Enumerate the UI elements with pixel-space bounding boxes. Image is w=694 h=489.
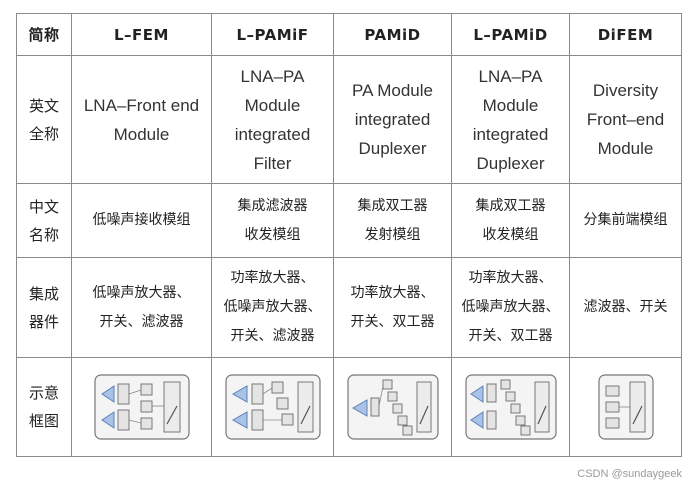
column-header-difem: DiFEM: [569, 13, 682, 56]
chinese-name-cell: 集成双工器 发射模组: [333, 183, 452, 258]
chinese-name-cell: 集成双工器 收发模组: [451, 183, 570, 258]
english-name-cell: PA Module integrated Duplexer: [333, 55, 452, 184]
l-pamid-block-diagram: [464, 374, 557, 440]
components-cell: 低噪声放大器、 开关、滤波器: [71, 257, 212, 358]
row-label-abbreviation: 简称: [16, 13, 72, 56]
components-cell: 功率放大器、 开关、双工器: [333, 257, 452, 358]
table-row-components: 集成 器件 低噪声放大器、 开关、滤波器 功率放大器、 低噪声放大器、 开关、滤…: [16, 257, 682, 358]
l-fem-block-diagram: [93, 374, 190, 440]
column-header-pamid: PAMiD: [333, 13, 452, 56]
column-header-l-pamid: L–PAMiD: [451, 13, 570, 56]
components-cell: 功率放大器、 低噪声放大器、 开关、双工器: [451, 257, 570, 358]
components-cell: 功率放大器、 低噪声放大器、 开关、滤波器: [211, 257, 334, 358]
row-label-chinese-name: 中文 名称: [16, 183, 72, 258]
l-pamif-block-diagram: [224, 374, 321, 440]
table-row-english-name: 英文 全称 LNA–Front end Module LNA–PA Module…: [16, 55, 682, 184]
difem-block-diagram: [597, 374, 654, 440]
chinese-name-cell: 分集前端模组: [569, 183, 682, 258]
block-diagram-cell-l-pamif: [211, 357, 334, 457]
table-header-row: 简称 L–FEM L–PAMiF PAMiD L–PAMiD DiFEM: [16, 13, 682, 56]
english-name-cell: Diversity Front–end Module: [569, 55, 682, 184]
row-label-components: 集成 器件: [16, 257, 72, 358]
column-header-l-fem: L–FEM: [71, 13, 212, 56]
pamid-block-diagram: [346, 374, 439, 440]
chinese-name-cell: 集成滤波器 收发模组: [211, 183, 334, 258]
row-label-english-name: 英文 全称: [16, 55, 72, 184]
block-diagram-cell-difem: [569, 357, 682, 457]
block-diagram-cell-pamid: [333, 357, 452, 457]
column-header-l-pamif: L–PAMiF: [211, 13, 334, 56]
table-row-block-diagram: 示意 框图: [16, 357, 682, 457]
row-label-block-diagram: 示意 框图: [16, 357, 72, 457]
block-diagram-cell-l-fem: [71, 357, 212, 457]
block-diagram-cell-l-pamid: [451, 357, 570, 457]
english-name-cell: LNA–PA Module integrated Filter: [211, 55, 334, 184]
watermark-text: CSDN @sundaygeek: [577, 468, 682, 480]
components-cell: 滤波器、开关: [569, 257, 682, 358]
english-name-cell: LNA–PA Module integrated Duplexer: [451, 55, 570, 184]
english-name-cell: LNA–Front end Module: [71, 55, 212, 184]
module-comparison-table: 简称 L–FEM L–PAMiF PAMiD L–PAMiD DiFEM 英文 …: [16, 13, 682, 457]
table-row-chinese-name: 中文 名称 低噪声接收模组 集成滤波器 收发模组 集成双工器 发射模组 集成双工…: [16, 183, 682, 258]
chinese-name-cell: 低噪声接收模组: [71, 183, 212, 258]
